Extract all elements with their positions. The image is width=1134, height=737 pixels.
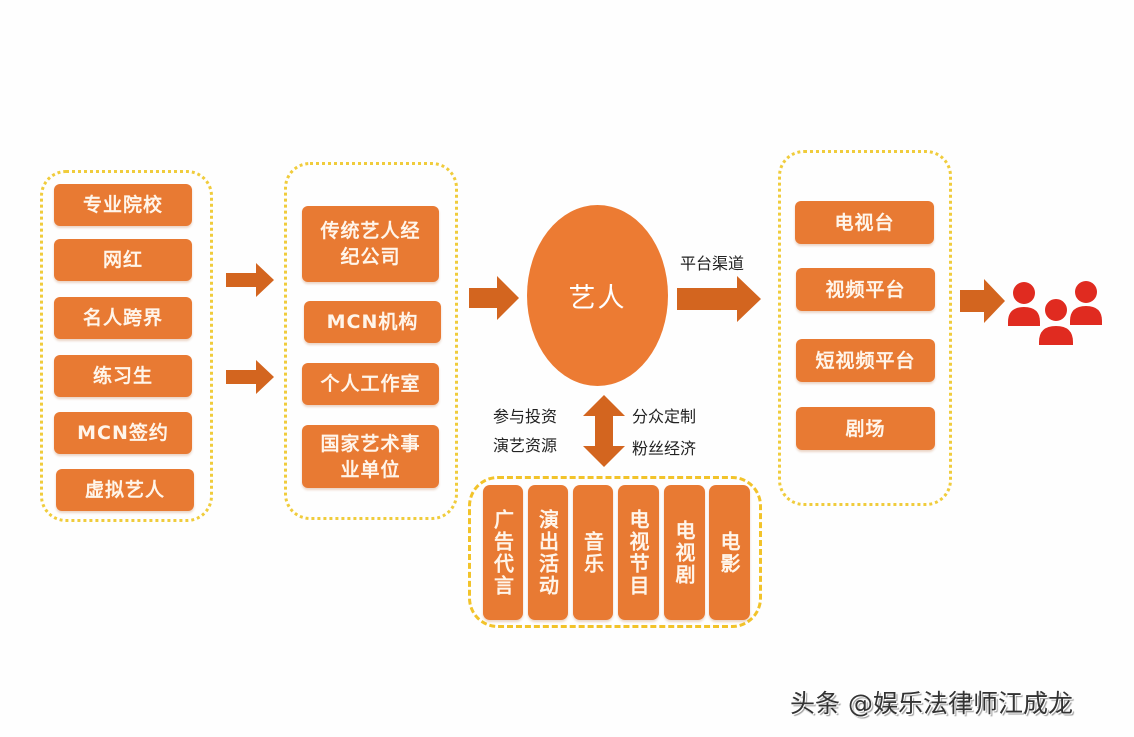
business-box: 音乐 xyxy=(573,485,613,620)
right-arrow-icon xyxy=(677,276,761,322)
source-box: 专业院校 xyxy=(54,184,192,226)
right-arrow-icon xyxy=(226,263,274,297)
source-box: MCN签约 xyxy=(54,412,192,454)
relation-label: 参与投资 xyxy=(493,407,558,426)
double-arrow-icon xyxy=(583,395,625,467)
platform-box: 剧场 xyxy=(796,407,935,450)
businesses-group xyxy=(468,476,762,628)
relation-label: 粉丝经济 xyxy=(632,439,697,458)
artist-node: 艺人 xyxy=(527,205,668,386)
business-box: 演出活动 xyxy=(528,485,568,620)
platforms-group xyxy=(778,150,952,506)
relation-label: 分众定制 xyxy=(632,407,697,426)
source-box: 网红 xyxy=(54,239,192,281)
channel-label: 平台渠道 xyxy=(680,254,745,273)
agency-box: 国家艺术事业单位 xyxy=(302,425,439,488)
business-box: 电影 xyxy=(709,485,750,620)
right-arrow-icon xyxy=(226,360,274,394)
relation-label: 演艺资源 xyxy=(493,436,558,455)
source-watermark: 头条 @娱乐法律师江成龙 xyxy=(790,689,1073,718)
agency-box: 传统艺人经纪公司 xyxy=(302,206,439,282)
right-arrow-icon xyxy=(469,276,519,320)
business-box: 广告代言 xyxy=(483,485,523,620)
business-box: 电视剧 xyxy=(664,485,705,620)
platform-box: 短视频平台 xyxy=(796,339,935,382)
agency-label: 传统艺人经纪公司 xyxy=(320,220,421,268)
artist-label: 艺人 xyxy=(568,283,627,314)
right-arrow-icon xyxy=(960,279,1005,323)
agency-box: 个人工作室 xyxy=(302,363,439,405)
agency-box: MCN机构 xyxy=(304,301,441,343)
sources-group xyxy=(40,170,213,522)
agencies-group xyxy=(284,162,458,520)
platform-box: 视频平台 xyxy=(796,268,935,311)
audience-icon xyxy=(1008,281,1102,346)
agency-label: 国家艺术事业单位 xyxy=(320,432,421,481)
source-box: 名人跨界 xyxy=(54,297,192,339)
platform-box: 电视台 xyxy=(795,201,934,244)
business-box: 电视节目 xyxy=(618,485,659,620)
source-box: 练习生 xyxy=(54,355,192,397)
source-box: 虚拟艺人 xyxy=(56,469,194,511)
